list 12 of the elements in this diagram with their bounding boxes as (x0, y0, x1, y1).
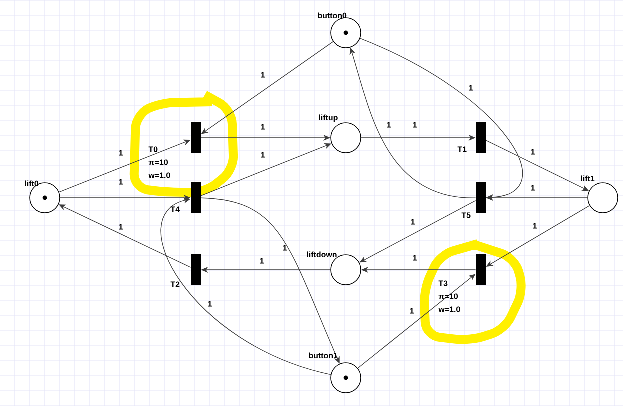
transition-bar (191, 254, 201, 286)
transition-bar (476, 122, 486, 154)
transition-bar (191, 122, 201, 154)
place-circle (330, 362, 362, 394)
place-circle (588, 182, 618, 214)
place-circle (330, 18, 362, 48)
transition-bar (476, 182, 486, 214)
transition-bar (476, 254, 486, 286)
transition-bar (191, 182, 201, 214)
arrow (360, 38, 522, 201)
place-circle (330, 122, 362, 154)
arrow (160, 198, 332, 376)
